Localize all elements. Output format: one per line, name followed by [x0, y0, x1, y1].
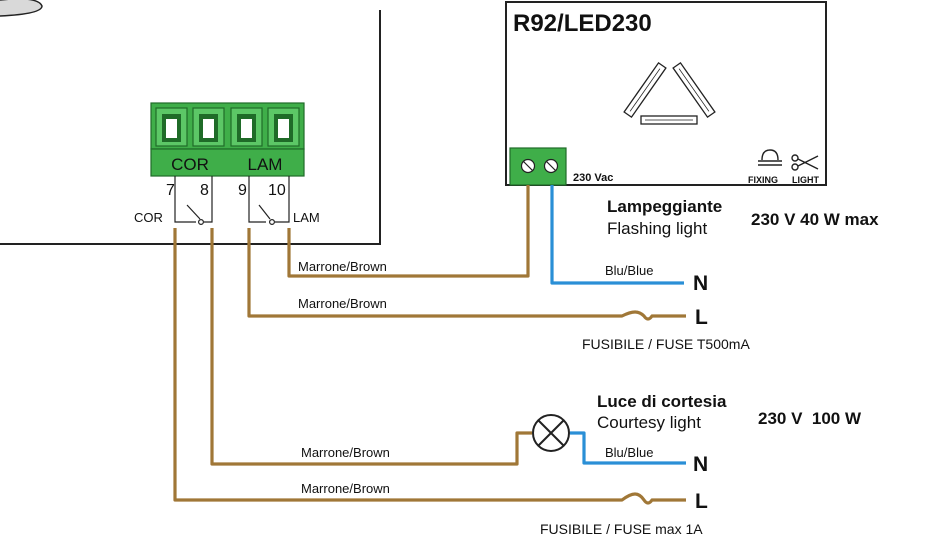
cor-contact-node	[198, 219, 205, 226]
terminal-screw-10	[267, 107, 300, 147]
terminal-contacts	[174, 176, 290, 226]
scissors-icon	[791, 154, 819, 171]
terminal-screw-8	[192, 107, 225, 147]
wire-brown-to-courtesy-lamp	[210, 228, 532, 466]
terminal-number-9: 9	[238, 182, 247, 199]
terminal-number-7: 7	[166, 182, 175, 199]
courtesy-name-it: Luce di cortesia	[597, 392, 727, 411]
wire-label-blue-flashing: Blu/Blue	[605, 263, 653, 278]
lam-switch-blade	[258, 204, 271, 220]
wire-blue-courtesy-neutral	[570, 431, 686, 465]
courtesy-name-en: Courtesy light	[597, 413, 701, 432]
light-label: LIGHT	[792, 175, 819, 185]
wire-label-brown-courtesy-live: Marrone/Brown	[301, 481, 390, 496]
corner-badge	[0, 0, 43, 17]
board-outline	[0, 10, 381, 245]
wire-label-brown-flashing-live: Marrone/Brown	[298, 296, 387, 311]
terminal-group-cor-label: COR	[171, 155, 209, 174]
module-title: R92/LED230	[513, 10, 652, 37]
terminal-block: COR LAM	[150, 102, 305, 177]
led-triangle-icon	[623, 61, 716, 125]
fuse-label-flashing: FUSIBILE / FUSE T500mA	[582, 336, 750, 352]
module-screw-left	[520, 158, 536, 174]
module-voltage-label: 230 Vac	[573, 172, 613, 184]
courtesy-live-label: L	[695, 490, 708, 513]
terminal-screw-7	[155, 107, 188, 147]
contact-label-cor: COR	[134, 210, 163, 225]
wire-label-brown-top: Marrone/Brown	[298, 259, 387, 274]
flashing-rating: 230 V 40 W max	[751, 210, 879, 229]
terminal-number-8: 8	[200, 182, 209, 199]
flashing-neutral-label: N	[693, 272, 708, 295]
wire-label-blue-courtesy: Blu/Blue	[605, 445, 653, 460]
flashing-name-en: Flashing light	[607, 219, 707, 238]
control-board	[0, 0, 381, 245]
terminal-screw-9	[230, 107, 263, 147]
cor-contact-left	[174, 218, 196, 223]
terminal-number-10: 10	[268, 182, 286, 199]
lamp-icon	[532, 414, 570, 452]
courtesy-rating: 230 V 100 W	[758, 409, 862, 428]
wire-blue-flashing-neutral	[550, 185, 684, 285]
terminal-group-lam-label: LAM	[248, 155, 283, 174]
lam-contact-node	[269, 219, 276, 226]
wire-brown-lam-to-module	[287, 185, 530, 278]
contact-label-lam: LAM	[293, 210, 320, 225]
cor-switch-blade	[186, 204, 201, 220]
fixing-icon	[758, 149, 782, 166]
flashing-name-it: Lampeggiante	[607, 197, 722, 216]
fixing-label: FIXING	[748, 175, 778, 185]
courtesy-neutral-label: N	[693, 453, 708, 476]
flashing-live-label: L	[695, 306, 708, 329]
fuse-label-courtesy: FUSIBILE / FUSE max 1A	[540, 521, 703, 537]
wire-brown-courtesy-live	[173, 228, 686, 505]
wire-label-brown-lamp: Marrone/Brown	[301, 445, 390, 460]
module-screw-right	[543, 158, 559, 174]
wire-brown-flashing-live	[247, 228, 686, 321]
terminal-block-label-strip	[150, 148, 305, 177]
flashing-light-module: R92/LED230 230 Vac	[505, 1, 827, 186]
